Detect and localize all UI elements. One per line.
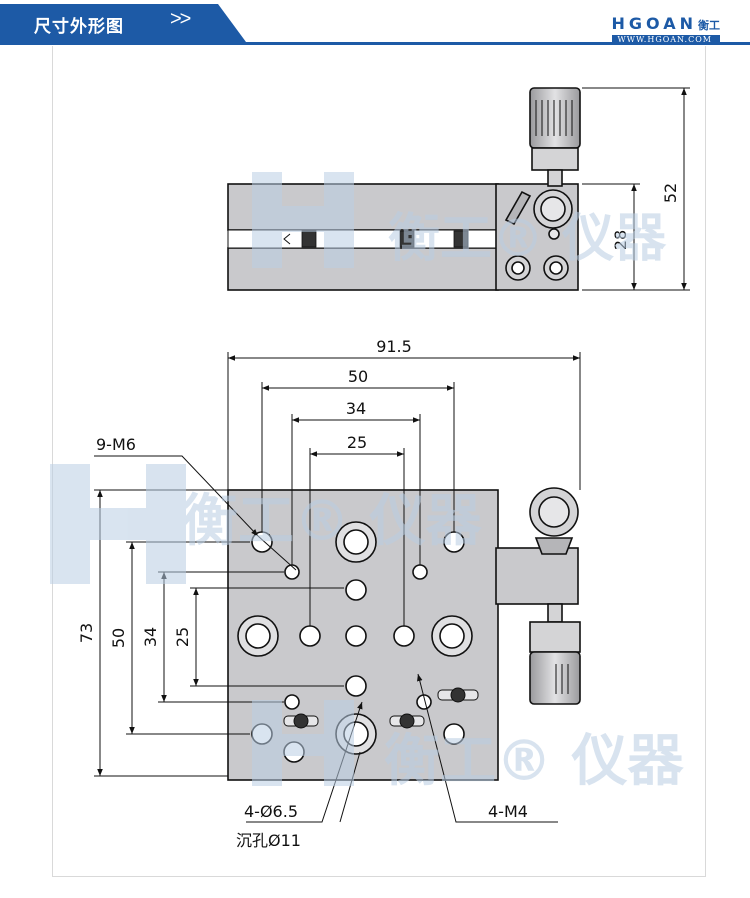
dim-25-vertical: 25: [173, 627, 192, 647]
callout-m4: 4-M4: [488, 802, 528, 821]
dim-34-horizontal: 34: [346, 399, 366, 418]
header-divider: [0, 42, 750, 45]
brand-cn: 衡工: [698, 20, 720, 32]
callout-counterbore: 沉孔Ø11: [236, 831, 301, 850]
section-title: 尺寸外形图: [34, 17, 124, 37]
watermark-text: 衡工® 仪器: [388, 209, 667, 269]
dim-34-vertical: 34: [141, 627, 160, 647]
dim-28: 28: [611, 230, 630, 250]
watermark-text: 衡工® 仪器: [182, 489, 482, 554]
callout-m6: 9-M6: [96, 435, 136, 454]
side-view-dimensions: [582, 87, 690, 291]
brand-logo: HGOAN衡工 WWW.HGOAN.COM: [611, 14, 720, 44]
dim-73-vertical: 73: [77, 623, 96, 643]
brand-name: HGOAN: [611, 14, 697, 33]
dim-91-5: 91.5: [376, 337, 412, 356]
dim-25-horizontal: 25: [347, 433, 367, 452]
double-chevron-icon: >>: [170, 8, 191, 30]
watermark-text: 衡工® 仪器: [384, 729, 684, 794]
section-tab: [0, 4, 246, 42]
watermark: 衡工® 仪器 衡工® 仪器 衡工® 仪器: [50, 172, 684, 794]
brand-url: WWW.HGOAN.COM: [611, 35, 720, 44]
dim-50-vertical: 50: [109, 628, 128, 648]
dim-50-horizontal: 50: [348, 367, 368, 386]
dim-52: 52: [661, 183, 680, 203]
brand-h-mark: [50, 464, 186, 584]
brand-h-mark: [252, 172, 354, 268]
brand-h-mark: [252, 700, 354, 786]
page-header: 尺寸外形图 >> HGOAN衡工 WWW.HGOAN.COM: [0, 0, 750, 46]
callout-hole: 4-Ø6.5: [244, 802, 298, 821]
